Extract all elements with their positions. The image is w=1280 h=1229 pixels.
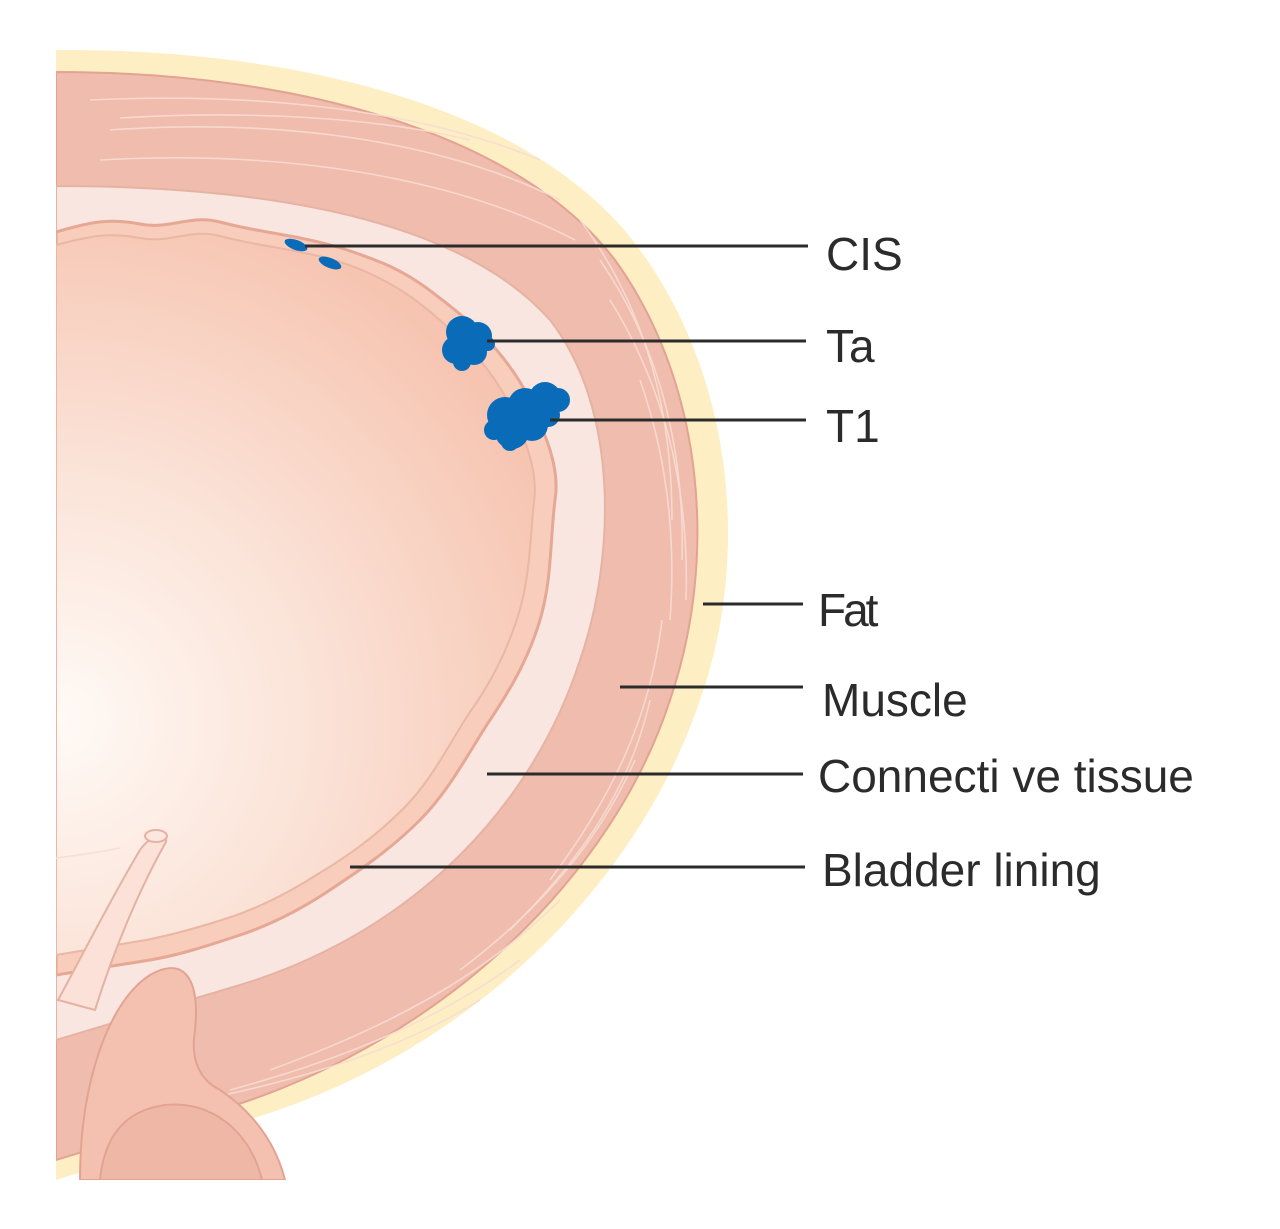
label-bladder-lining: Bladder lining	[822, 844, 1101, 896]
label-cis: CIS	[826, 228, 903, 280]
label-connective-tissue: Connecti ve tissue	[818, 750, 1194, 802]
tumour-ta	[442, 316, 495, 371]
muscle-fibers	[89, 97, 688, 1101]
urethra-inner	[98, 1103, 264, 1180]
tumour-t1	[484, 382, 570, 451]
bladder-lumen	[56, 232, 536, 957]
ureter-orifice	[144, 829, 168, 843]
label-fat: Fat	[818, 584, 879, 636]
label-ta: Ta	[826, 320, 875, 372]
label-muscle: Muscle	[822, 674, 968, 726]
tumour-cis	[284, 238, 342, 270]
label-t1: T1	[826, 400, 880, 452]
